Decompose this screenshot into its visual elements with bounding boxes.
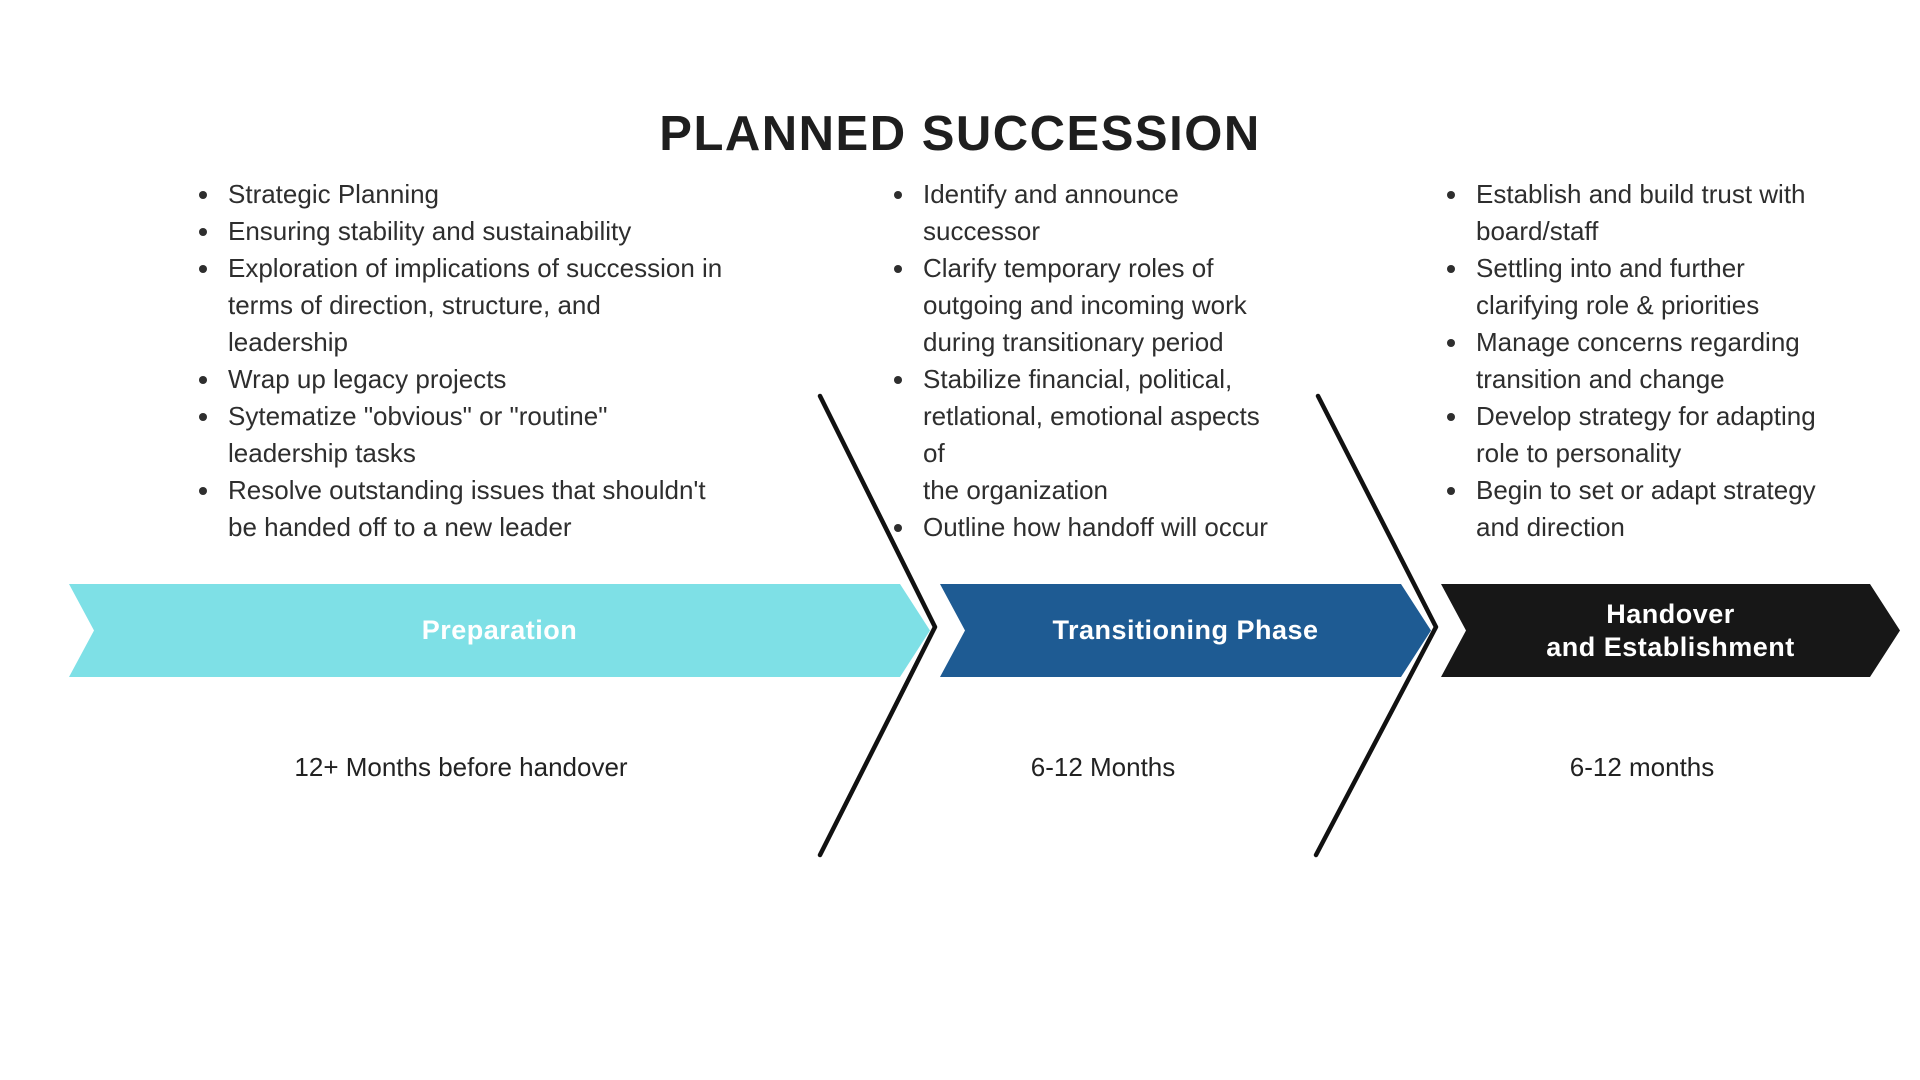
list-item: Develop strategy for adapting role to pe… [1470, 398, 1868, 472]
duration-label-preparation: 12+ Months before handover [294, 752, 628, 782]
list-item: Stabilize financial, political, retlatio… [917, 361, 1285, 509]
duration-label-transitioning: 6-12 Months [1030, 752, 1176, 782]
list-item: Resolve outstanding issues that shouldn'… [222, 472, 770, 546]
list-item: Exploration of implications of successio… [222, 250, 770, 361]
phase-banner-label: Handover and Establishment [1546, 599, 1795, 662]
list-item: Outline how handoff will occur [917, 509, 1285, 546]
phase-banner-label: Preparation [421, 615, 578, 646]
preparation-list: Strategic Planning Ensuring stability an… [190, 176, 770, 546]
phase-banner-preparation: Preparation [69, 584, 930, 677]
list-item: Identify and announce successor [917, 176, 1285, 250]
list-item: Settling into and further clarifying rol… [1470, 250, 1868, 324]
list-item: Strategic Planning [222, 176, 770, 213]
handover-list: Establish and build trust with board/sta… [1438, 176, 1868, 546]
list-item: Wrap up legacy projects [222, 361, 770, 398]
duration-label-handover: 6-12 months [1569, 752, 1715, 782]
list-item: Sytematize "obvious" or "routine" leader… [222, 398, 770, 472]
list-item: Clarify temporary roles of outgoing and … [917, 250, 1285, 361]
phase-banner-transitioning: Transitioning Phase [940, 584, 1431, 677]
phase-banner-handover: Handover and Establishment [1441, 584, 1900, 677]
list-item: Begin to set or adapt strategy and direc… [1470, 472, 1868, 546]
list-item: Establish and build trust with board/sta… [1470, 176, 1868, 250]
list-item: Manage concerns regarding transition and… [1470, 324, 1868, 398]
page-title: PLANNED SUCCESSION [659, 107, 1261, 161]
phase-banner-label: Transitioning Phase [1052, 615, 1319, 646]
transitioning-list: Identify and announce successor Clarify … [885, 176, 1285, 546]
list-item: Ensuring stability and sustainability [222, 213, 770, 250]
